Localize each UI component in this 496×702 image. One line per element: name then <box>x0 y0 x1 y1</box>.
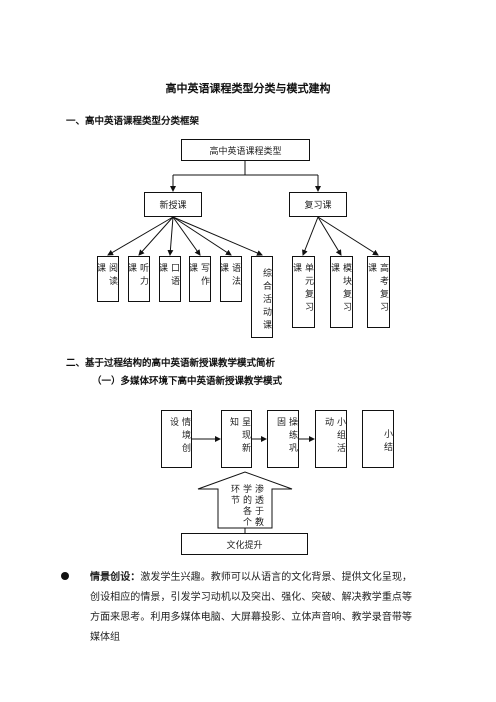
gaokao-review-course-box: 高考复习课 <box>366 256 390 328</box>
course-type-root-label: 高中英语课程类型 <box>209 146 282 157</box>
step-present-box: 呈现新知 <box>221 410 252 468</box>
unit-review-course-box: 单元复习课 <box>291 256 315 328</box>
new-course-box: 新授课 <box>144 192 202 217</box>
culture-label: 文化提升 <box>226 540 263 551</box>
step-situation-box: 情境创设 <box>161 410 192 468</box>
review-course-label: 复习课 <box>304 201 332 211</box>
reading-course-box: 阅读课 <box>95 256 119 302</box>
paragraph-situation: 情景创设：激发学生兴趣。教师可以从语言的文化背景、提供文化呈现，创设相应的情景，… <box>90 568 412 648</box>
module-review-course-box: 模块复习课 <box>329 256 353 328</box>
new-course-label: 新授课 <box>159 201 187 211</box>
integrated-activity-course-box: 综合活动课 <box>251 256 273 338</box>
review-course-box: 复习课 <box>289 192 347 217</box>
arrow-text-col1: 环节 <box>229 484 239 506</box>
section2-heading: 二、基于过程结构的高中英语新授课教学模式简析 <box>66 358 276 369</box>
arrow-text-col2: 学的各个 <box>241 484 251 528</box>
paragraph-text: 激发学生兴趣。教师可以从语言的文化背景、提供文化呈现，创设相应的情景，引发学习动… <box>90 572 413 643</box>
section1-heading: 一、高中英语课程类型分类框架 <box>66 116 200 127</box>
step-summary-box: 小结 <box>362 410 394 468</box>
bullet-dot <box>61 572 69 580</box>
step-group-box: 小组活动 <box>315 410 347 468</box>
paragraph-term: 情景创设： <box>90 572 141 583</box>
writing-course-box: 写作课 <box>187 256 211 302</box>
grammar-course-box: 语法课 <box>218 256 242 302</box>
listening-course-box: 听力课 <box>126 256 150 302</box>
arrow-text-col3: 渗透于教 <box>253 484 263 528</box>
step-practice-box: 操练巩固 <box>267 410 299 468</box>
speaking-course-box: 口语课 <box>157 256 181 302</box>
document-title: 高中英语课程类型分类与模式建构 <box>165 82 331 95</box>
section2-subheading: （一）多媒体环境下高中英语新授课教学模式 <box>92 376 283 387</box>
course-type-root-box: 高中英语课程类型 <box>181 139 310 161</box>
culture-box: 文化提升 <box>181 533 308 555</box>
